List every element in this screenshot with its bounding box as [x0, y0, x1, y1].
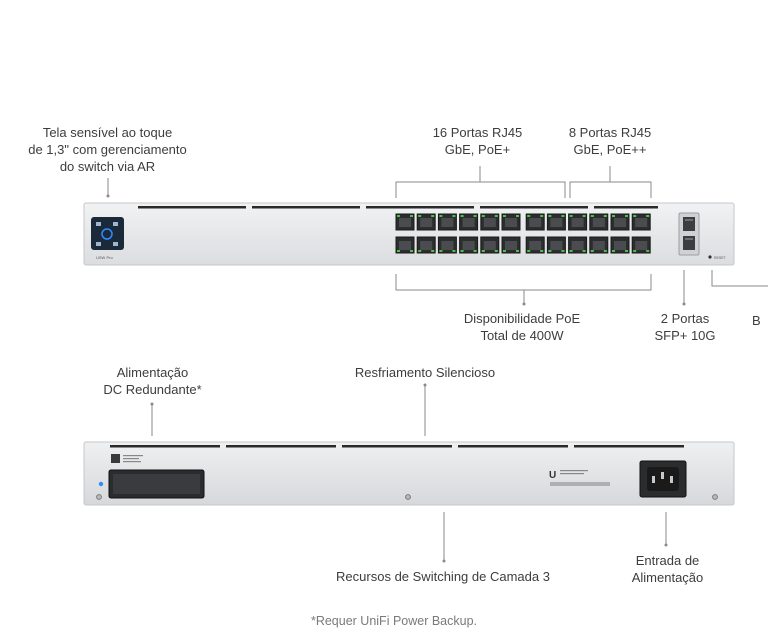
rj45-port [610, 213, 630, 231]
rj45-port [416, 236, 436, 254]
rj45-port [525, 236, 545, 254]
port-led [516, 215, 519, 217]
port-led [561, 250, 565, 252]
port-led [527, 250, 531, 252]
rj45-port [589, 236, 609, 254]
port-led [646, 250, 650, 252]
rj45-port [395, 236, 415, 254]
port-led [590, 215, 594, 217]
rj45-port [395, 213, 415, 231]
port-led [481, 215, 485, 217]
port-led [548, 215, 552, 217]
ports16-label: 16 Portas RJ45 GbE, PoE+ [432, 125, 523, 157]
port-led [603, 215, 607, 217]
reset-text: RESET [714, 256, 727, 260]
port-led [418, 215, 422, 217]
rj45-port [437, 213, 457, 231]
rj45-port [459, 213, 479, 231]
cut-off-label: B [752, 313, 761, 328]
footnote: *Requer UniFi Power Backup. [310, 614, 478, 628]
port-led [603, 250, 607, 252]
rj45-port [631, 236, 651, 254]
port-led [418, 250, 422, 252]
ports8-label: 8 Portas RJ45 GbE, PoE++ [568, 125, 652, 157]
rj45-port [480, 236, 500, 254]
rear-leader-lines [151, 385, 667, 561]
port-led [494, 250, 498, 252]
port-led [431, 215, 435, 217]
poe-budget-label: Disponibilidade PoE Total de 400W [463, 311, 581, 343]
port-led [494, 215, 498, 217]
port-led [473, 250, 477, 252]
port-led [633, 215, 637, 217]
port-led [431, 250, 435, 252]
reset-button[interactable] [708, 255, 712, 259]
touchscreen-label: Tela sensível ao toque de 1,3" com geren… [28, 125, 187, 174]
dc-connector [108, 469, 205, 499]
rj45-port [589, 213, 609, 231]
port-led [527, 215, 531, 217]
port-led [516, 250, 519, 252]
port-led [612, 215, 615, 217]
port-led [439, 250, 443, 252]
port-led [397, 250, 400, 252]
dc-redundant-label: Alimentação DC Redundante* [103, 365, 202, 397]
front-panel: USW Pro RESET [83, 202, 735, 266]
port-led [548, 250, 552, 252]
port-led [646, 215, 650, 217]
rear-panel: U [83, 441, 735, 506]
model-text: USW Pro [96, 255, 113, 260]
port-led [540, 215, 544, 217]
port-led [540, 250, 544, 252]
cooling-label: Resfriamento Silencioso [354, 365, 496, 380]
rj45-port-block [395, 213, 651, 254]
port-led [503, 250, 506, 252]
port-led [481, 250, 485, 252]
rj45-port [568, 213, 588, 231]
rj45-port [610, 236, 630, 254]
rj45-port [546, 236, 566, 254]
port-led [625, 215, 628, 217]
port-led [452, 250, 456, 252]
port-led [410, 215, 413, 217]
port-led [397, 215, 400, 217]
port-led [452, 215, 456, 217]
rj45-port [525, 213, 545, 231]
port-led [410, 250, 413, 252]
port-led [503, 215, 506, 217]
port-led [612, 250, 615, 252]
rj45-port [480, 213, 500, 231]
port-led [590, 250, 594, 252]
port-led [473, 215, 477, 217]
port-led [582, 250, 586, 252]
port-led [439, 215, 443, 217]
rj45-port [501, 236, 521, 254]
port-led [561, 215, 565, 217]
sfp-ports [678, 212, 700, 256]
power-input-label: Entrada de Alimentação [631, 553, 704, 585]
port-led [569, 215, 573, 217]
port-led [569, 250, 573, 252]
power-inlet [639, 460, 687, 498]
port-led [625, 250, 628, 252]
port-led [460, 215, 464, 217]
sfp-ports-label: 2 Portas SFP+ 10G [654, 311, 716, 343]
rj45-port [416, 213, 436, 231]
rj45-port [501, 213, 521, 231]
rj45-port [631, 213, 651, 231]
ubiquiti-logo: U [549, 470, 556, 481]
rj45-port [437, 236, 457, 254]
port-led [460, 250, 464, 252]
rj45-port [568, 236, 588, 254]
port-led [633, 250, 637, 252]
rj45-port [546, 213, 566, 231]
touchscreen[interactable] [91, 217, 124, 250]
rj45-port [459, 236, 479, 254]
layer3-label: Recursos de Switching de Camada 3 [336, 569, 550, 584]
port-led [582, 215, 586, 217]
front-leader-lines [107, 166, 768, 304]
